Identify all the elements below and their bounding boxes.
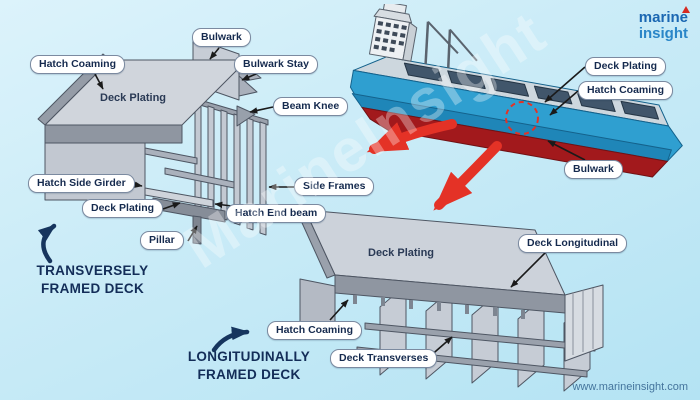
longitudinal-title-line2: FRAMED DECK (197, 366, 301, 382)
longitudinal-deck-plating-text: Deck Plating (368, 247, 435, 259)
label-ship-bulwark: Bulwark (564, 160, 623, 179)
deck-longitudinal-stubs (353, 295, 525, 319)
deck-front-girder (44, 124, 183, 144)
bulwark-stay-bracket (238, 75, 258, 97)
label-side-frames: Side Frames (294, 177, 375, 196)
transverse-title: TRANSVERSELY FRAMED DECK (15, 262, 170, 297)
label-ship-hatch-coaming: Hatch Coaming (578, 81, 674, 100)
label-deck-transverses: Deck Transverses (330, 349, 438, 368)
beam-knee-bracket (236, 105, 256, 127)
side-shell (564, 284, 604, 362)
deck-beam (144, 147, 198, 165)
logo-insight: insight (638, 24, 688, 42)
longitudinal-title: LONGITUDINALLY FRAMED DECK (163, 348, 335, 383)
label-pillar: Pillar (140, 231, 184, 250)
ship-cranes (424, 20, 478, 68)
transverse-title-line1: TRANSVERSELY (36, 263, 149, 278)
deck-front-coaming (334, 274, 566, 314)
label-hatch-coaming: Hatch Coaming (30, 55, 126, 74)
deck-beam (164, 167, 235, 189)
lower-deck-plate (144, 187, 214, 208)
label-ship-deck-plating: Deck Plating (585, 57, 667, 76)
label-beam-knee: Beam Knee (273, 97, 349, 116)
label-deck-longitudinal: Deck Longitudinal (518, 234, 628, 253)
longitudinal-stringer (364, 322, 596, 352)
pillar-column (192, 215, 202, 245)
website-url: www.marineinsight.com (572, 381, 688, 393)
logo-marine: marine (638, 9, 688, 26)
marineinsight-logo: marine insight (638, 6, 690, 42)
lighthouse-icon (682, 6, 690, 13)
label-hatch-side-girder: Hatch Side Girder (28, 174, 135, 193)
label-bulwark: Bulwark (192, 28, 251, 47)
label-hatch-end-beam: Hatch End beam (226, 204, 327, 223)
label-deck-plating: Deck Plating (82, 199, 164, 218)
label-long-hatch-coaming: Hatch Coaming (267, 321, 363, 340)
focus-dashed-circle (505, 101, 539, 135)
longitudinal-title-line1: LONGITUDINALLY (187, 349, 311, 364)
label-bulwark-stay: Bulwark Stay (234, 55, 318, 74)
transverse-deck-illustration (37, 37, 269, 245)
transverse-deck-plating-text: Deck Plating (100, 92, 167, 104)
ship-superstructure (368, 4, 418, 62)
transverse-title-line2: FRAMED DECK (40, 280, 145, 296)
